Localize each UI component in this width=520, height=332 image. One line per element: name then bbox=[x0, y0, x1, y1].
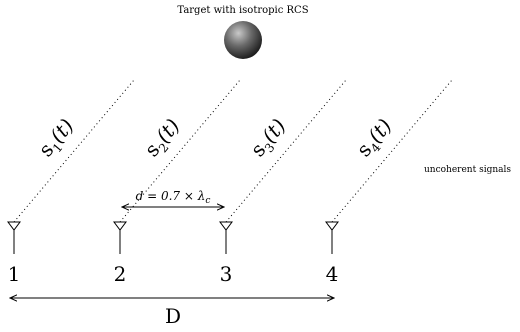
signal-path-2 bbox=[119, 79, 241, 223]
antenna-label-4: 4 bbox=[326, 262, 339, 286]
aperture-label: D bbox=[165, 304, 181, 328]
signal-path-1 bbox=[13, 79, 135, 223]
signals-note: uncoherent signals bbox=[424, 165, 511, 175]
antenna-icon-3 bbox=[219, 221, 233, 254]
signal-path-4 bbox=[331, 79, 453, 223]
antenna-label-2: 2 bbox=[114, 262, 127, 286]
signal-label-3: s3(t) bbox=[245, 114, 292, 163]
target-label: Target with isotropic RCS bbox=[177, 5, 308, 16]
spacing-label: d = 0.7 × λc bbox=[136, 189, 211, 206]
signal-label-1: s1(t) bbox=[33, 114, 80, 163]
signal-label-2: s2(t) bbox=[139, 114, 186, 163]
signal-path-3 bbox=[225, 79, 347, 223]
antenna-icon-4 bbox=[325, 221, 339, 254]
antenna-label-3: 3 bbox=[220, 262, 233, 286]
signal-label-4: s4(t) bbox=[351, 114, 398, 163]
antenna-icon-1 bbox=[7, 221, 21, 254]
antenna-icon-2 bbox=[113, 221, 127, 254]
target-sphere-icon bbox=[224, 21, 262, 59]
antenna-label-1: 1 bbox=[8, 262, 21, 286]
